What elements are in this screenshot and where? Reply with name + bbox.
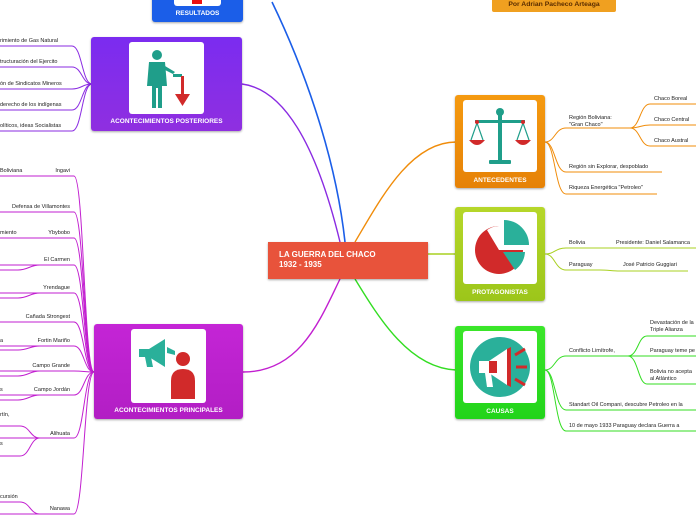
battle-subitem[interactable]: cursión (0, 494, 18, 500)
causas-subitem-text: Devastación de la Triple Alianza (650, 320, 694, 333)
causas-node[interactable]: CAUSAS (455, 326, 545, 419)
battle-item[interactable]: Defensa de Villamontes (12, 204, 70, 210)
antecedentes-node[interactable]: ANTECEDENTES (455, 95, 545, 188)
antecedentes-label: ANTECEDENTES (473, 177, 527, 184)
speaker-person-icon (139, 339, 195, 399)
region-text: Región Boliviana: "Gran Chaco" (569, 115, 612, 128)
posteriores-node[interactable]: ACONTECIMIENTOS POSTERIORES (91, 37, 242, 131)
principales-icon-tile (131, 329, 206, 403)
battle-item[interactable]: Cañada Strongest (25, 314, 70, 320)
author-label[interactable]: Por Adrian Pacheco Arteaga (492, 0, 616, 12)
battle-item[interactable]: Ingavi (55, 168, 70, 174)
causas-subitem[interactable]: Bolivia no acepta al Atlántico (650, 369, 692, 382)
causas-subitem[interactable]: Devastación de la Triple Alianza (650, 320, 694, 333)
pie-chart-icon (475, 220, 529, 274)
battle-item[interactable]: Nanawa (49, 506, 70, 512)
resultados-label: RESULTADOS (175, 10, 220, 17)
protagonistas-icon-tile (463, 212, 537, 284)
battle-subitem[interactable]: rtín, (0, 412, 10, 418)
central-topic[interactable]: LA GUERRA DEL CHACO 1932 - 1935 (268, 242, 428, 279)
scales-icon (469, 108, 531, 164)
posteriores-item[interactable]: derecho de los indígenas (0, 102, 62, 108)
causas-label: CAUSAS (486, 408, 514, 415)
battle-item[interactable]: El Carmen (44, 257, 70, 263)
chaco-item[interactable]: Chaco Boreal (654, 96, 688, 102)
business-man-arrow-down-icon (147, 50, 190, 108)
causas-item[interactable]: 10 de mayo 1933 Paraguay declara Guerra … (569, 423, 680, 429)
battle-subitem[interactable]: s (0, 387, 3, 393)
principales-node[interactable]: ACONTECIMIENTOS PRINCIPALES (94, 324, 243, 419)
battle-subitem[interactable]: Boliviana (0, 168, 23, 174)
chaco-item[interactable]: Chaco Central (654, 117, 690, 123)
posteriores-label: ACONTECIMIENTOS POSTERIORES (110, 118, 223, 125)
battle-item[interactable]: Campo Grande (32, 363, 70, 369)
battle-subitem[interactable]: s (0, 441, 3, 447)
resultados-node[interactable]: RESULTADOS (152, 0, 243, 22)
chaco-item[interactable]: Chaco Austral (654, 138, 689, 144)
antecedentes-item[interactable]: Riqueza Energética "Petroleo" (569, 185, 643, 191)
protagonistas-node[interactable]: PROTAGONISTAS (455, 207, 545, 301)
causas-subitem[interactable]: Paraguay teme pe (650, 348, 695, 354)
posteriores-icon-tile (129, 42, 204, 114)
battle-item[interactable]: Campo Jordán (33, 387, 70, 393)
central-title-line1: LA GUERRA DEL CHACO (279, 250, 376, 259)
posteriores-item[interactable]: ón de Sindicatos Mineros (0, 81, 62, 87)
posteriores-item[interactable]: rimiento de Gas Natural (0, 38, 59, 44)
principales-label: ACONTECIMIENTOS PRINCIPALES (114, 407, 223, 414)
battle-item[interactable]: Alihuata (50, 431, 70, 437)
megaphone-icon (470, 337, 530, 397)
central-title-line2: 1932 - 1935 (279, 260, 322, 269)
antecedentes-item[interactable]: Región sin Explorar, despoblado (569, 164, 649, 170)
leader-bolivia[interactable]: Presidente: Daniel Salamanca (616, 240, 690, 246)
antecedentes-region[interactable]: Región Boliviana: "Gran Chaco" (569, 115, 612, 128)
country-paraguay[interactable]: Paraguay (569, 262, 593, 268)
leader-paraguay[interactable]: José Patricio Guggiari (623, 262, 677, 268)
causas-subitem-text: Bolivia no acepta al Atlántico (650, 369, 692, 382)
battle-item[interactable]: Yrendague (43, 285, 70, 291)
battle-subitem[interactable]: miento (0, 230, 17, 236)
result-icon (192, 0, 202, 4)
causas-conflicto[interactable]: Conflicto Limítrofe, (569, 348, 615, 354)
battle-item[interactable]: Fortin Mariño (37, 338, 70, 344)
causas-icon-tile (463, 331, 537, 403)
causas-item[interactable]: Standart Oil Compani, descubre Petroleo … (569, 402, 683, 408)
posteriores-item[interactable]: olíticos, ideas Socialistas (0, 123, 62, 129)
battle-subitem[interactable]: a (0, 338, 4, 344)
protagonistas-label: PROTAGONISTAS (472, 289, 528, 296)
antecedentes-icon-tile (463, 100, 537, 172)
resultados-icon-tile (174, 0, 221, 6)
country-bolivia[interactable]: Bolivia (569, 240, 586, 246)
posteriores-item[interactable]: tructuración del Ejercito (0, 59, 58, 65)
battle-item[interactable]: Ybybobo (48, 230, 70, 236)
